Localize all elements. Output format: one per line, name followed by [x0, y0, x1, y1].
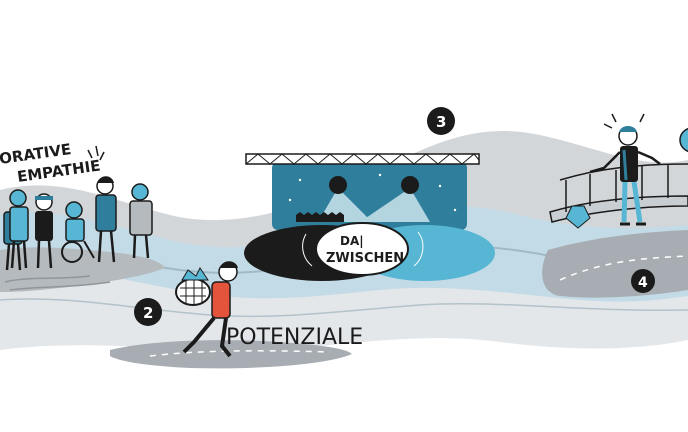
person-with-basket — [175, 261, 238, 358]
marker-3-label: 3 — [436, 113, 446, 131]
spotlight-beams — [318, 188, 430, 222]
ground-scribble — [4, 275, 111, 291]
person-on-bridge — [589, 126, 661, 226]
spotlight-right — [401, 176, 419, 194]
river-wave-line-2 — [0, 298, 688, 318]
excitement-lines — [87, 145, 105, 161]
dazwischen-bubble — [315, 222, 409, 276]
audience-silhouette — [296, 212, 344, 222]
person-5 — [95, 176, 117, 263]
dazwischen-label-line1: DA| — [340, 234, 364, 248]
spotlight-left — [329, 176, 347, 194]
stage-truss — [245, 153, 480, 165]
dazwischen-label-line2: ZWISCHEN — [326, 251, 404, 266]
edge-blue-circle — [679, 127, 688, 153]
marker-3 — [427, 107, 455, 135]
basket-gems — [181, 267, 209, 281]
bridge-gem — [565, 205, 591, 229]
marker-4 — [631, 269, 655, 293]
people-group — [0, 145, 165, 292]
marker-2 — [134, 298, 162, 326]
potenziale-scene — [110, 261, 352, 369]
stage-truss-zigzag — [245, 153, 480, 165]
people-ground — [0, 247, 165, 292]
basket — [175, 278, 211, 306]
bridge-path-dashes — [559, 255, 688, 281]
person-2 — [9, 189, 29, 269]
bridge-excitement-lines — [603, 113, 645, 129]
marker-4-label: 4 — [638, 275, 648, 291]
person-4-wheelchair — [61, 201, 95, 263]
potenziale-label: POTENZIALE — [226, 325, 363, 350]
marker-2-label: 2 — [143, 304, 153, 322]
stage-scene — [244, 153, 495, 281]
bridge-scene — [542, 113, 688, 298]
river-light-band — [0, 268, 688, 350]
person-3 — [35, 193, 53, 269]
person-6 — [129, 183, 153, 259]
bubble-rings — [302, 231, 424, 267]
